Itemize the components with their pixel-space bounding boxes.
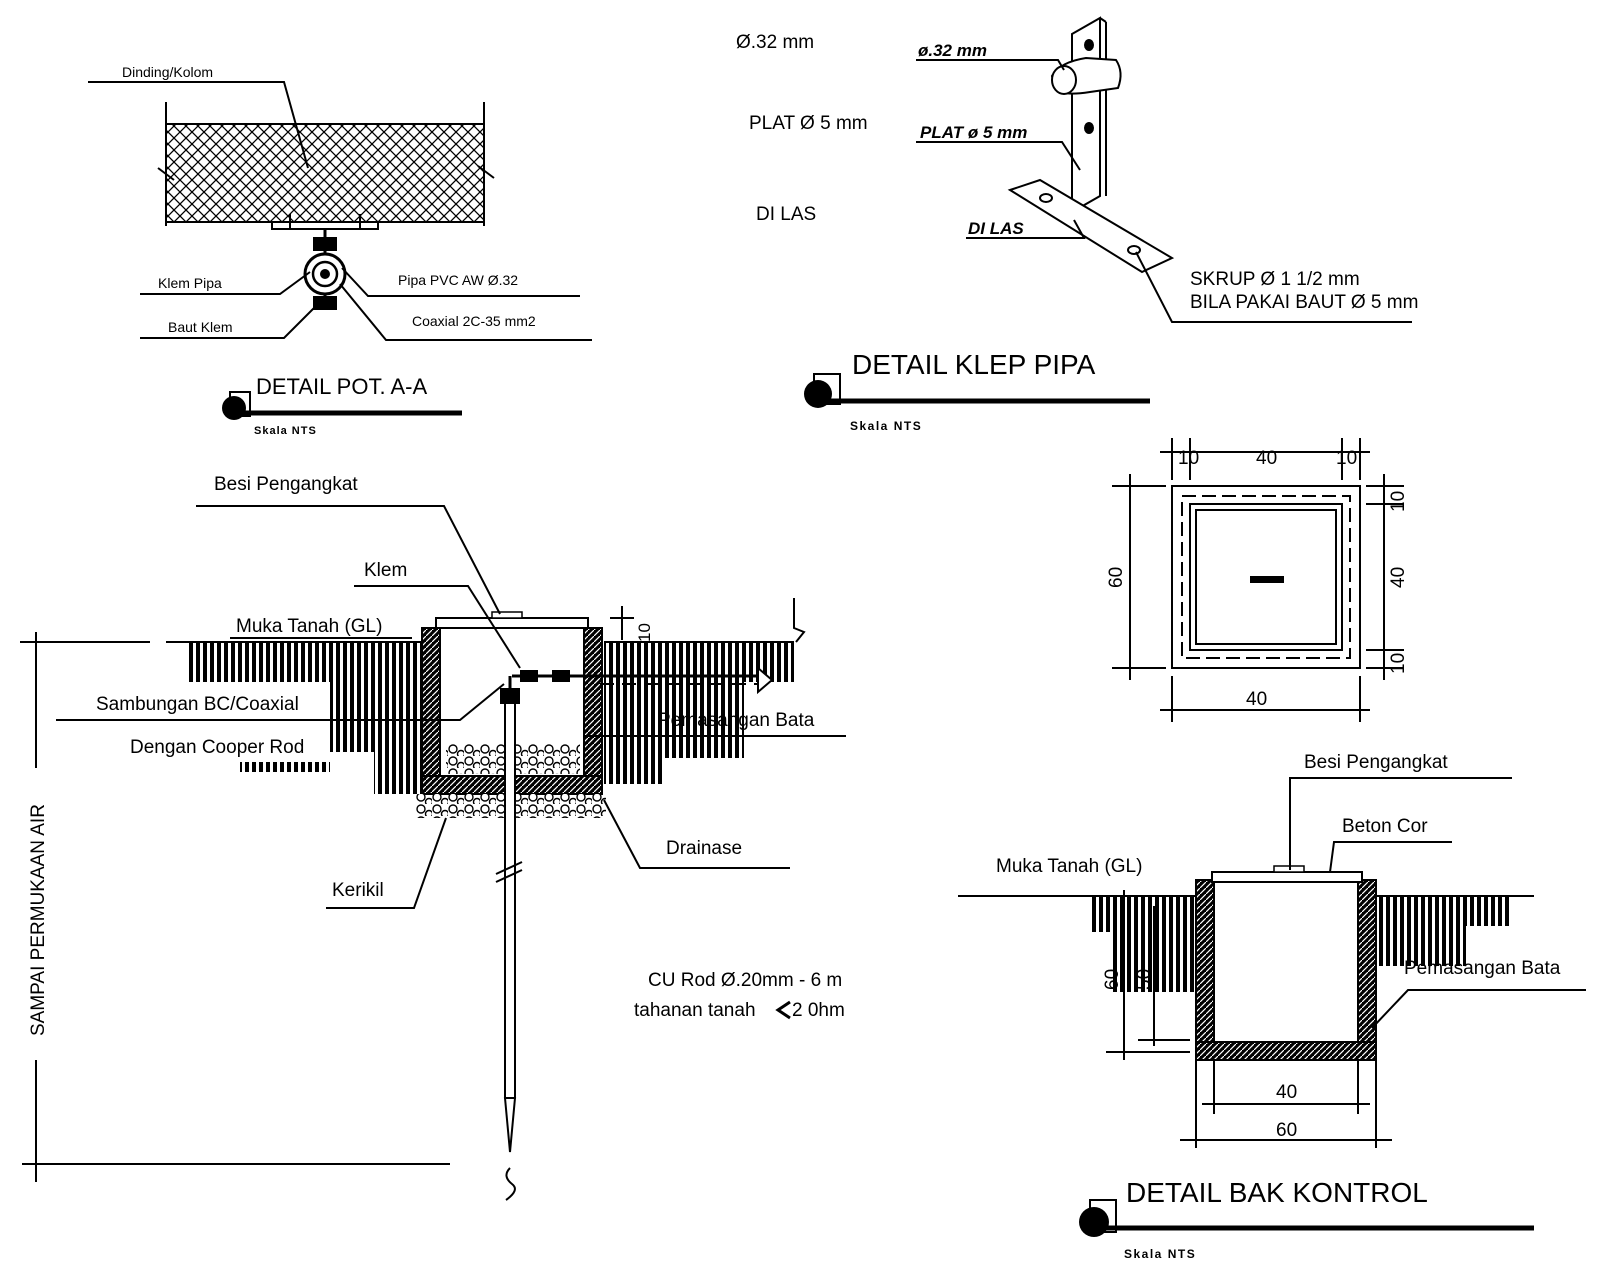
text-plat-bold: PLAT ø 5 mm [920,123,1027,142]
title-klep-pipa: DETAIL KLEP PIPA [852,349,1096,380]
title-bak-kontrol: DETAIL BAK KONTROL [1126,1177,1428,1208]
scale-bak-kontrol: Skala NTS [1124,1247,1196,1261]
control-box-icon [1195,865,1377,1061]
dim-bottom: 40 [1246,689,1267,710]
label-pemasangan-bata: Pemasangan Bata [658,710,815,731]
label-klem-pipa: Klem Pipa [158,275,222,291]
label-beton-cor: Beton Cor [1342,816,1428,837]
dim-top-left: 10 [1178,448,1199,469]
detail-plan-view: 10 40 10 60 10 40 10 40 [1106,438,1409,722]
detail-grounding: SAMPAI PERMUKAAN AIR [20,474,846,1201]
pipe-clamp-icon [303,237,347,310]
label-cu-rod: CU Rod Ø.20mm - 6 m [648,970,842,991]
soil-hatch-bak-left [1090,896,1196,932]
wall-column-hatch [165,123,485,223]
title-marker-icon [222,391,462,420]
dim-right-bot: 10 [1388,653,1409,674]
label-dengan-rod: Dengan Cooper Rod [130,737,304,758]
detail-bak-kontrol: Besi Pengangkat Beton Cor Muka Tanah (GL… [958,752,1586,1261]
dim-bak-inner: 40 [1276,1082,1297,1103]
dim-right-mid: 40 [1388,567,1409,588]
text-d32-bold: ø.32 mm [918,41,987,60]
label-pipa-pvc: Pipa PVC AW Ø.32 [398,272,518,288]
label-baut-klem: Baut Klem [168,319,233,335]
title-pot-aa: DETAIL POT. A-A [256,374,427,399]
text-sampai-permukaan: SAMPAI PERMUKAAN AIR [28,804,49,1036]
label-sambungan: Sambungan BC/Coaxial [96,694,299,715]
label-tahanan-value: 2 0hm [792,1000,845,1021]
label-dinding-kolom: Dinding/Kolom [122,64,213,80]
soil-hatch-bak-right [1376,896,1512,926]
text-dilas-bold: DI LAS [968,219,1024,238]
handle-icon [1250,576,1284,583]
soil-hatch-left [188,642,422,682]
text-dilas-plain: DI LAS [756,204,816,225]
label-besi-pengangkat: Besi Pengangkat [214,474,358,495]
label-tahanan: tahanan tanah [634,1000,756,1021]
strap-bracket-icon [1007,16,1175,274]
label-kerikil: Kerikil [332,880,384,901]
dim-left: 60 [1106,567,1127,588]
text-skrup: SKRUP Ø 1 1/2 mm [1190,269,1360,290]
dim-bak-60: 60 [1102,969,1123,990]
dim-top-right: 10 [1336,448,1357,469]
dim-bak-50: 50 [1134,969,1155,990]
dim-bak-outer: 60 [1276,1120,1297,1141]
label-klem: Klem [364,560,407,581]
title-marker-icon [804,373,1150,408]
label-muka-tanah-bak: Muka Tanah (GL) [996,856,1142,877]
dim-right-top: 10 [1388,491,1409,512]
detail-klep-pipa: Ø.32 mm PLAT Ø 5 mm DI LAS ø.32 mm PLAT … [736,16,1418,433]
soil-hatch-left-2 [330,682,422,752]
text-d32-plain: Ø.32 mm [736,32,814,53]
label-pemasangan-bata-bak: Pemasangan Bata [1404,958,1561,979]
less-than-icon [775,1000,791,1020]
scale-pot-aa: Skala NTS [254,425,317,437]
text-dim-10-grounding: 10 [635,623,654,642]
label-besi-pengangkat-bak: Besi Pengangkat [1304,752,1448,773]
soil-hatch-left-3 [374,752,422,794]
text-plat-plain: PLAT Ø 5 mm [749,113,868,134]
dim-top-mid: 40 [1256,448,1277,469]
title-marker-icon [1079,1199,1534,1237]
label-muka-tanah: Muka Tanah (GL) [236,616,382,637]
detail-pot-aa: Dinding/Kolom Klem Pipa Baut Klem Pipa P… [88,64,592,437]
scale-klep-pipa: Skala NTS [850,419,922,433]
text-baut: BILA PAKAI BAUT Ø 5 mm [1190,292,1418,313]
label-coaxial: Coaxial 2C-35 mm2 [412,313,536,329]
label-drainase: Drainase [666,838,742,859]
